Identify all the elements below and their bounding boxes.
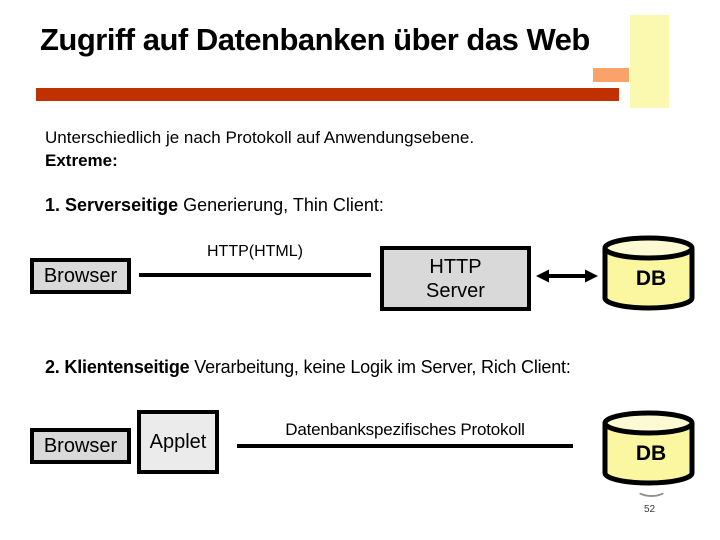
double-arrow-svg [536, 269, 598, 283]
intro-extreme-label: Extreme: [45, 151, 118, 170]
section1-heading-bold: 1. Serverseitige [45, 195, 179, 215]
diagram2-browser-node: Browser [30, 428, 131, 464]
diagram1-http-server-node: HTTP Server [380, 246, 531, 311]
diagram1-browser-label: Browser [43, 264, 118, 287]
cylinder-top [602, 410, 695, 436]
diagram1-link-label: HTTP(HTML) [207, 243, 303, 260]
database-cylinder-icon: DB [602, 410, 695, 486]
decor-orange-square [593, 68, 629, 82]
diagram2-db-cylinder: DB [600, 409, 697, 494]
section1-heading-rest: Generierung, Thin Client: [178, 195, 384, 215]
diagram2-browser-label: Browser [43, 434, 118, 457]
diagram1-db-cylinder: DB [600, 234, 697, 319]
diagram1-db-label: DB [636, 267, 666, 290]
diagram2-applet-label: Applet [149, 430, 207, 453]
database-cylinder-icon: DB [602, 235, 695, 311]
diagram2-link-label: Datenbankspezifisches Protokoll [285, 420, 525, 439]
diagram1-browser-node: Browser [30, 258, 131, 294]
diagram2-db-label: DB [636, 442, 666, 465]
diagram1-server-label-line1: HTTP [429, 255, 482, 278]
diagram1-connector-line [139, 273, 371, 277]
decor-red-bar [36, 88, 619, 101]
cylinder-top [602, 235, 695, 261]
diagram2-applet-node: Applet [137, 410, 219, 474]
diagram2-connector-line [237, 444, 573, 448]
page-number: 52 [644, 504, 656, 515]
arrow-head-left [536, 269, 549, 283]
cylinder-shadow-arc [636, 482, 667, 497]
arrow-head-right [585, 269, 598, 283]
section1-heading: 1. Serverseitige Generierung, Thin Clien… [45, 195, 384, 216]
cylinder-body [602, 248, 695, 311]
slide-title: Zugriff auf Datenbanken über das Web [40, 22, 590, 57]
double-arrow-icon [536, 266, 598, 286]
decor-yellow-bar [630, 15, 669, 108]
section2-heading-rest: Verarbeitung, keine Logik im Server, Ric… [189, 357, 571, 377]
section2-heading-bold: 2. Klientenseitige [45, 357, 190, 377]
diagram1-server-label-line2: Server [426, 279, 485, 302]
section2-heading: 2. Klientenseitige Verarbeitung, keine L… [45, 357, 571, 378]
intro-text: Unterschiedlich je nach Protokoll auf An… [45, 128, 475, 147]
